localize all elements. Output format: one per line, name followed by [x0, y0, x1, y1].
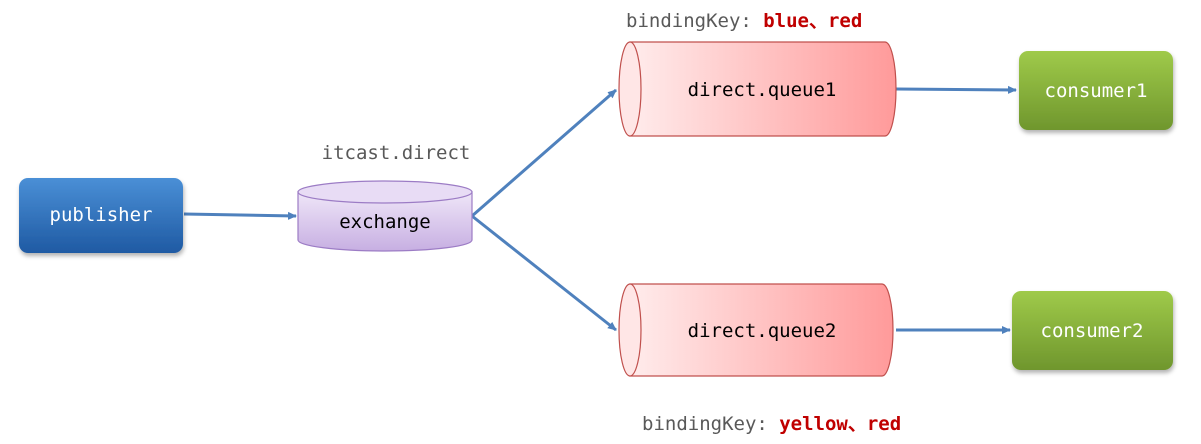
- arrows: [183, 85, 1017, 334]
- consumer2-label: consumer2: [1041, 320, 1144, 342]
- exchange-label: exchange: [339, 211, 431, 233]
- arrow-exchange-to-queue2: [471, 214, 617, 332]
- exchange-name: itcast.direct: [322, 142, 471, 164]
- exchange-node: itcast.direct exchange: [297, 142, 473, 252]
- queue1-node: bindingKey:blue、red direct.queue1: [618, 10, 897, 137]
- queue2-binding-key: bindingKey:yellow、red: [642, 413, 901, 435]
- publisher-node: publisher: [19, 178, 183, 253]
- consumer2-node: consumer2: [1012, 291, 1173, 370]
- queue1-label: direct.queue1: [688, 79, 837, 101]
- queue2-label: direct.queue2: [688, 320, 837, 342]
- publisher-label: publisher: [50, 204, 153, 226]
- queue1-binding-key: bindingKey:blue、red: [626, 10, 862, 32]
- consumer1-label: consumer1: [1045, 80, 1148, 102]
- arrow-exchange-to-queue1: [471, 88, 617, 218]
- queue2-node: direct.queue2 bindingKey:yellow、red: [618, 283, 901, 435]
- arrow-queue1-to-consumer1: [895, 85, 1017, 94]
- arrow-publisher-to-exchange: [183, 211, 297, 220]
- consumer1-node: consumer1: [1019, 51, 1173, 130]
